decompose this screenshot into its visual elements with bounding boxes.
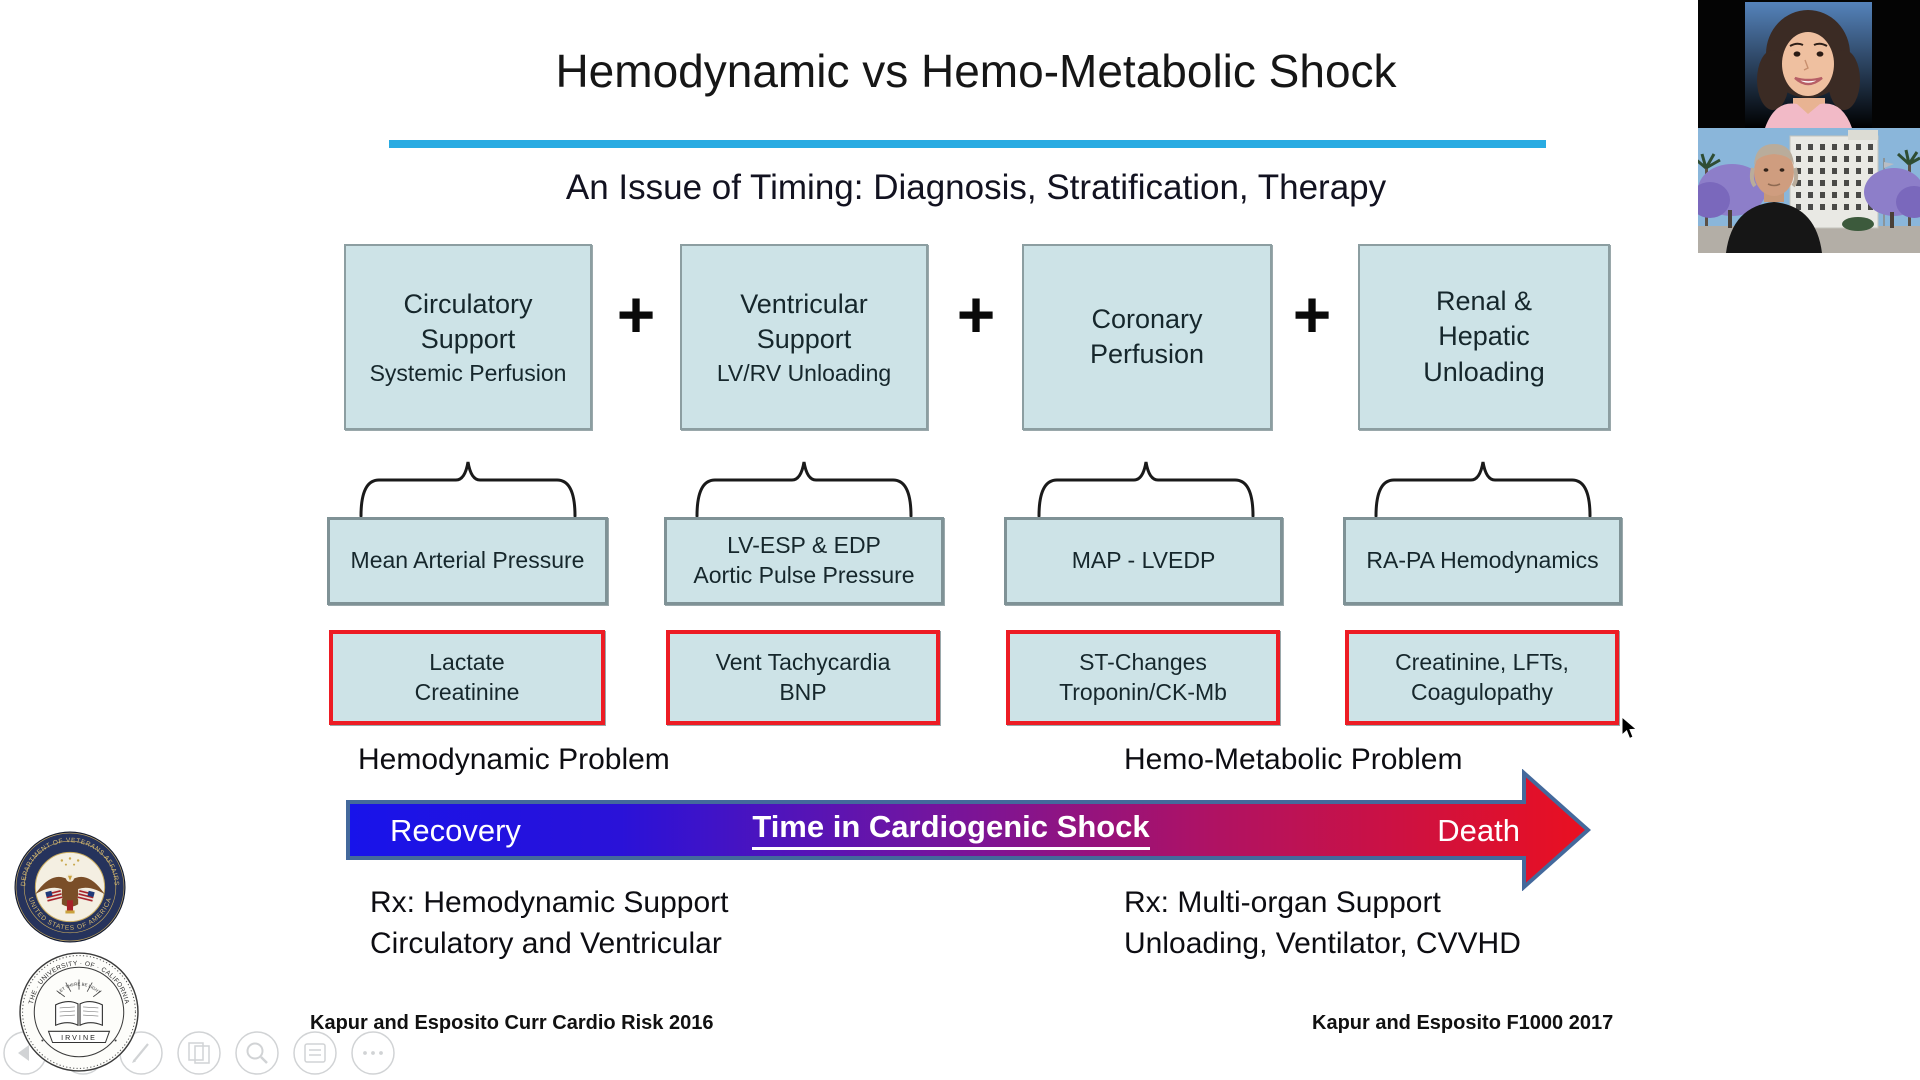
participant-man-video <box>1698 128 1920 253</box>
participant-video-top[interactable] <box>1745 2 1872 128</box>
man-speaker-icon <box>1726 144 1822 253</box>
woman-smile-icon <box>1794 76 1823 86</box>
slide-panels-button[interactable] <box>176 1030 222 1076</box>
marker-box-lactate: Lactate Creatinine <box>329 630 605 725</box>
participant-woman-video <box>1745 2 1872 128</box>
arrow-label-recovery: Recovery <box>390 813 521 848</box>
uci-seal-banner-text: IRVINE <box>61 1034 97 1042</box>
bracket-connector <box>1374 461 1592 518</box>
woman-pink-top-icon <box>1765 103 1852 128</box>
plus-sign: + <box>616 277 656 351</box>
citation-right: Kapur and Esposito F1000 2017 <box>1312 1012 1614 1034</box>
goal-box-coronary-perfusion: Coronary Perfusion <box>1022 244 1272 430</box>
mouse-cursor-icon <box>1621 716 1638 740</box>
arrow-label-time-in-shock: Time in Cardiogenic Shock <box>596 809 1306 850</box>
slide-title: Hemodynamic vs Hemo-Metabolic Shock <box>555 45 1397 97</box>
rx-multi-organ-support: Rx: Multi-organ Support Unloading, Venti… <box>1124 886 1521 960</box>
participant-video-bottom[interactable] <box>1698 128 1920 253</box>
video-thumbnails-panel <box>1698 0 1920 253</box>
bracket-connector <box>695 461 913 518</box>
hemo-metabolic-problem-label: Hemo-Metabolic Problem <box>1124 743 1463 776</box>
plus-sign: + <box>956 277 996 351</box>
building-icon <box>1789 130 1894 229</box>
va-seal-eagle-icon <box>35 873 105 907</box>
slide-subtitle: An Issue of Timing: Diagnosis, Stratific… <box>565 168 1387 207</box>
hemodynamic-problem-label: Hemodynamic Problem <box>358 743 670 776</box>
goal-box-main-text: Circulatory Support <box>403 288 533 354</box>
goal-box-main-text: Coronary Perfusion <box>1089 303 1205 369</box>
title-underline <box>389 140 1546 148</box>
va-seal-stars-icon <box>60 857 80 866</box>
goal-box-circulatory-support: Circulatory Support Systemic Perfusion <box>344 244 592 430</box>
time-arrow-graphic <box>346 768 1592 892</box>
goal-box-sub-text: LV/RV Unloading <box>716 359 892 386</box>
goal-box-renal-hepatic: Renal & Hepatic Unloading <box>1358 244 1610 430</box>
uci-seal-logo: THE · UNIVERSITY · OF · CALIFORNIA LET T… <box>19 952 139 1072</box>
va-seal-shield-icon <box>66 900 74 912</box>
arrow-label-death: Death <box>1437 813 1520 848</box>
goal-box-ventricular-support: Ventricular Support LV/RV Unloading <box>680 244 928 430</box>
marker-box-vt-bnp: Vent Tachycardia BNP <box>666 630 940 725</box>
uci-seal-book-icon <box>55 1001 103 1027</box>
notes-button[interactable] <box>292 1030 338 1076</box>
measure-box-lvesp-edp: LV-ESP & EDP Aortic Pulse Pressure <box>664 517 944 605</box>
marker-box-st-changes: ST-Changes Troponin/CK-Mb <box>1006 630 1280 725</box>
uci-seal-banner: IRVINE <box>47 1030 111 1044</box>
goal-box-sub-text: Systemic Perfusion <box>369 359 567 386</box>
woman-face-icon <box>1782 32 1834 96</box>
pen-annotate-button[interactable] <box>118 1030 164 1076</box>
time-arrow: Recovery Time in Cardiogenic Shock Death <box>346 768 1592 892</box>
rx-hemodynamic-support: Rx: Hemodynamic Support Circulatory and … <box>370 886 729 960</box>
bracket-connector <box>1037 461 1255 518</box>
va-seal-flag-left-icon <box>45 888 63 903</box>
bracket-connector <box>359 461 577 518</box>
goal-box-main-text: Renal & Hepatic Unloading <box>1423 286 1545 387</box>
goal-box-main-text: Ventricular Support <box>740 288 868 354</box>
more-options-button[interactable] <box>350 1030 396 1076</box>
plus-sign: + <box>1292 277 1332 351</box>
zoom-magnifier-button[interactable] <box>234 1030 280 1076</box>
measure-box-map: Mean Arterial Pressure <box>327 517 608 605</box>
uci-seal-rays-icon <box>56 979 102 998</box>
measure-box-rapa: RA-PA Hemodynamics <box>1343 517 1622 605</box>
va-seal-logo: DEPARTMENT OF VETERANS AFFAIRS UNITED ST… <box>14 831 126 943</box>
citation-left: Kapur and Esposito Curr Cardio Risk 2016 <box>310 1012 714 1034</box>
measure-box-map-lvedp: MAP - LVEDP <box>1004 517 1283 605</box>
va-seal-flag-right-icon <box>77 888 95 903</box>
marker-box-creatinine: Creatinine, LFTs, Coagulopathy <box>1345 630 1619 725</box>
